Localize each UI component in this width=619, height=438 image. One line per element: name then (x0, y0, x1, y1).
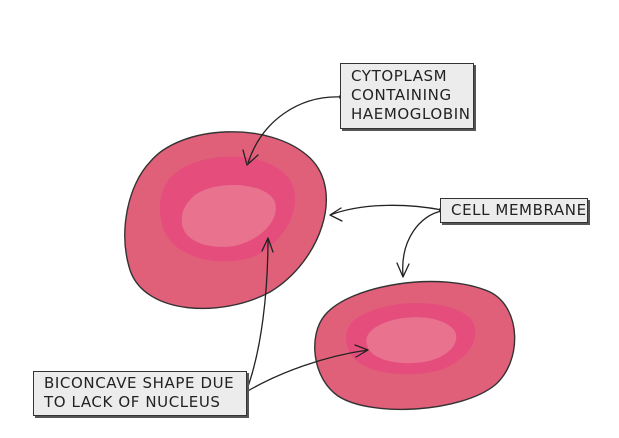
label-biconcave-shape: BICONCAVE SHAPE DUE TO LACK OF NUCLEUS (33, 371, 247, 416)
label-cytoplasm-line3: HAEMOGLOBIN (351, 105, 471, 123)
red-blood-cell-upper (124, 131, 327, 310)
label-cytoplasm-line1: CYTOPLASM (351, 67, 448, 85)
cell-upper-concave-centre (181, 185, 276, 247)
label-biconcave-line2: TO LACK OF NUCLEUS (44, 393, 221, 411)
arrow-membrane-upper (329, 204, 446, 222)
label-biconcave-line1: BICONCAVE SHAPE DUE (44, 374, 235, 392)
cell-lower-concave-centre (366, 317, 457, 364)
red-blood-cell-lower (314, 280, 516, 411)
label-membrane-line1: CELL MEMBRANE (451, 201, 587, 219)
label-cytoplasm: CYTOPLASM CONTAINING HAEMOGLOBIN (340, 63, 474, 129)
arrow-membrane-lower (396, 210, 443, 278)
label-cell-membrane: CELL MEMBRANE (440, 198, 588, 223)
arrow-biconcave-lower (245, 344, 369, 393)
label-cytoplasm-line2: CONTAINING (351, 86, 452, 104)
